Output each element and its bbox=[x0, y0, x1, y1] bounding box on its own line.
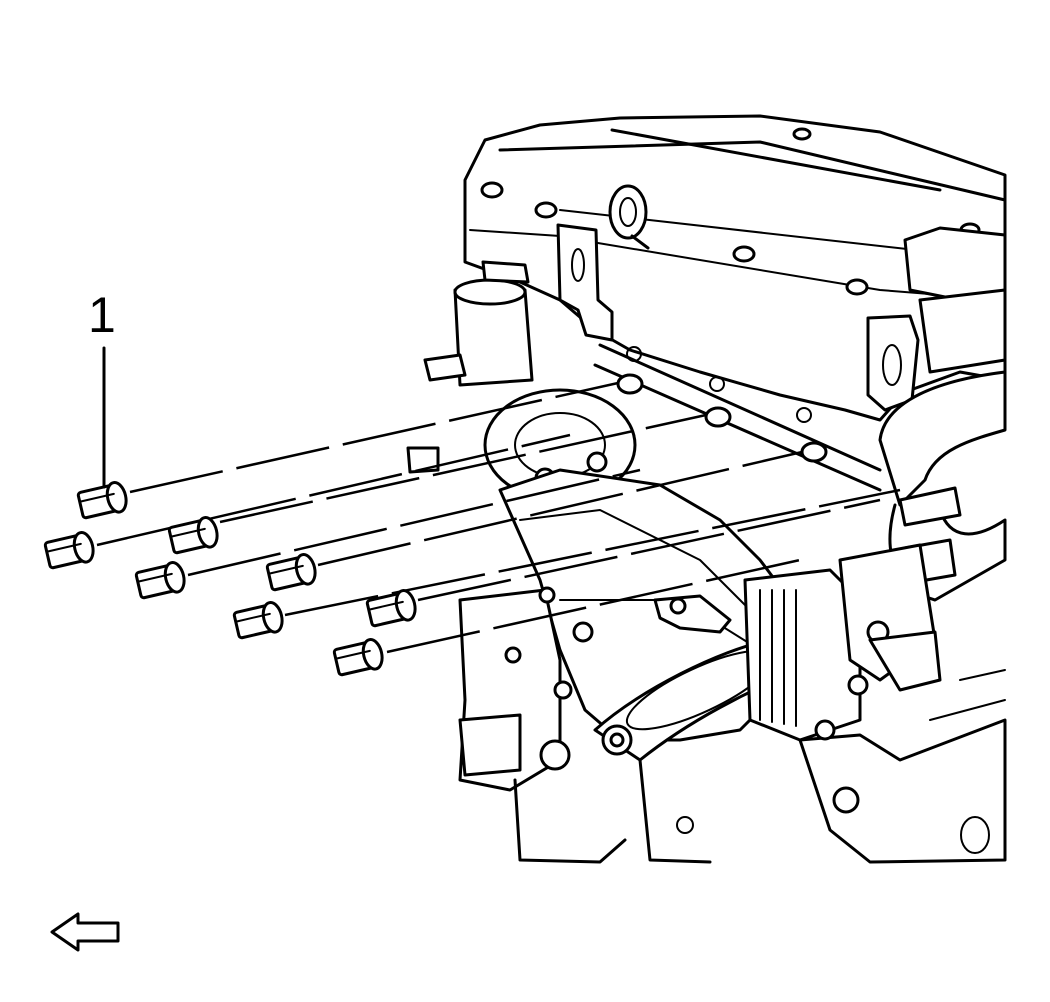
lifting-eye bbox=[608, 184, 648, 240]
manifold-stud bbox=[616, 373, 828, 463]
nut bbox=[265, 553, 317, 592]
engine-assembly bbox=[406, 114, 1007, 864]
nut bbox=[76, 481, 128, 520]
callout-1: 1 bbox=[88, 287, 116, 489]
coolant-hose bbox=[878, 370, 1007, 507]
mount-bracket-left bbox=[556, 223, 614, 342]
nut bbox=[134, 561, 186, 600]
nut bbox=[232, 601, 284, 640]
nut bbox=[167, 516, 219, 555]
callout-label: 1 bbox=[88, 287, 116, 343]
nut bbox=[365, 589, 417, 628]
manifold-nuts bbox=[43, 481, 417, 677]
left-arrow-icon bbox=[50, 912, 120, 952]
mount-bracket-right bbox=[866, 314, 920, 412]
nut bbox=[43, 531, 95, 570]
nut bbox=[332, 638, 384, 677]
